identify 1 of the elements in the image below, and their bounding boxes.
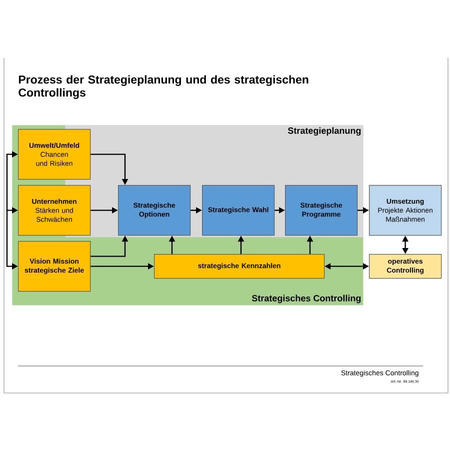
title: Prozess der Strategieplanung und des strategischen Controllings: [18, 75, 308, 99]
